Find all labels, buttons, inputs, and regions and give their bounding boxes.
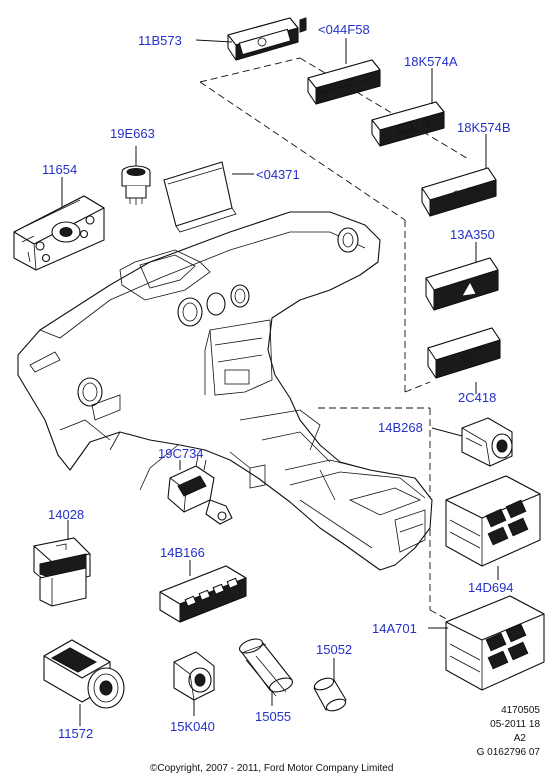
part-04371-panel[interactable] — [163, 161, 237, 233]
part-14B166-switch-panel[interactable] — [159, 565, 247, 623]
callout-18K574A[interactable]: 18K574A — [404, 54, 458, 69]
callout-19E663[interactable]: 19E663 — [110, 126, 155, 141]
callout-19C734[interactable]: 19C734 — [158, 446, 204, 461]
drawing-date: 05-2011 18 — [490, 719, 540, 730]
part-18K574B-switch[interactable]: P ON — [421, 167, 497, 217]
callout-11B573[interactable]: 11B573 — [138, 33, 182, 48]
part-15052-knob[interactable] — [313, 676, 347, 713]
callout-14B166[interactable]: 14B166 — [160, 545, 205, 560]
callout-14A701[interactable]: 14A701 — [372, 621, 417, 636]
part-13A350-hazard-switch[interactable] — [425, 257, 499, 311]
part-19E663-sensor[interactable] — [121, 165, 151, 205]
svg-text:P: P — [454, 190, 461, 198]
part-11B573-switch[interactable] — [227, 17, 307, 61]
part-11654-headlamp-switch[interactable] — [13, 195, 105, 271]
callout-11654[interactable]: 11654 — [42, 162, 77, 177]
callout-14B268[interactable]: 14B268 — [378, 420, 423, 435]
svg-text:ON: ON — [473, 346, 483, 354]
part-14D694-switch-block[interactable] — [445, 475, 541, 567]
callout-18K574B[interactable]: 18K574B — [457, 120, 511, 135]
part-14028-switch[interactable] — [33, 537, 91, 607]
callout-15052[interactable]: 15052 — [316, 642, 352, 657]
callout-15K040[interactable]: 15K040 — [170, 719, 215, 734]
callout-labels: 11B573 <044F58 18K574A 19E663 18K574B 11… — [42, 22, 514, 741]
instrument-panel — [17, 211, 433, 571]
svg-text:ON: ON — [467, 186, 477, 194]
drawing-ref: 4170505 — [501, 705, 540, 716]
part-18K574A-switch[interactable] — [371, 101, 445, 147]
callout-13A350[interactable]: 13A350 — [450, 227, 495, 242]
drawing-code: G 0162796 07 — [477, 747, 541, 758]
drawing-revision: A2 — [514, 733, 527, 744]
callout-11572[interactable]: 11572 — [58, 726, 93, 741]
callout-2C418[interactable]: 2C418 — [458, 390, 496, 405]
part-15055-lighter-element[interactable] — [238, 636, 295, 697]
part-15K040-socket[interactable] — [173, 651, 215, 701]
part-2C418-switch[interactable]: ON — [427, 327, 501, 379]
callout-15055[interactable]: 15055 — [255, 709, 291, 724]
part-044F58-switch[interactable] — [307, 59, 381, 105]
part-14B268-socket[interactable] — [461, 417, 513, 467]
leader-lines — [61, 38, 499, 726]
callout-14D694[interactable]: 14D694 — [468, 580, 514, 595]
callout-044F58[interactable]: <044F58 — [318, 22, 370, 37]
copyright-notice: ©Copyright, 2007 - 2011, Ford Motor Comp… — [150, 763, 393, 774]
callout-04371[interactable]: <04371 — [256, 167, 300, 182]
drawing-metadata: 4170505 05-2011 18 A2 G 0162796 07 ©Copy… — [150, 705, 540, 774]
callout-14028[interactable]: 14028 — [48, 507, 84, 522]
part-19C734-harness[interactable] — [167, 455, 233, 525]
part-11572-lighter[interactable] — [43, 639, 125, 709]
part-14A701-switch-block[interactable] — [445, 595, 545, 691]
